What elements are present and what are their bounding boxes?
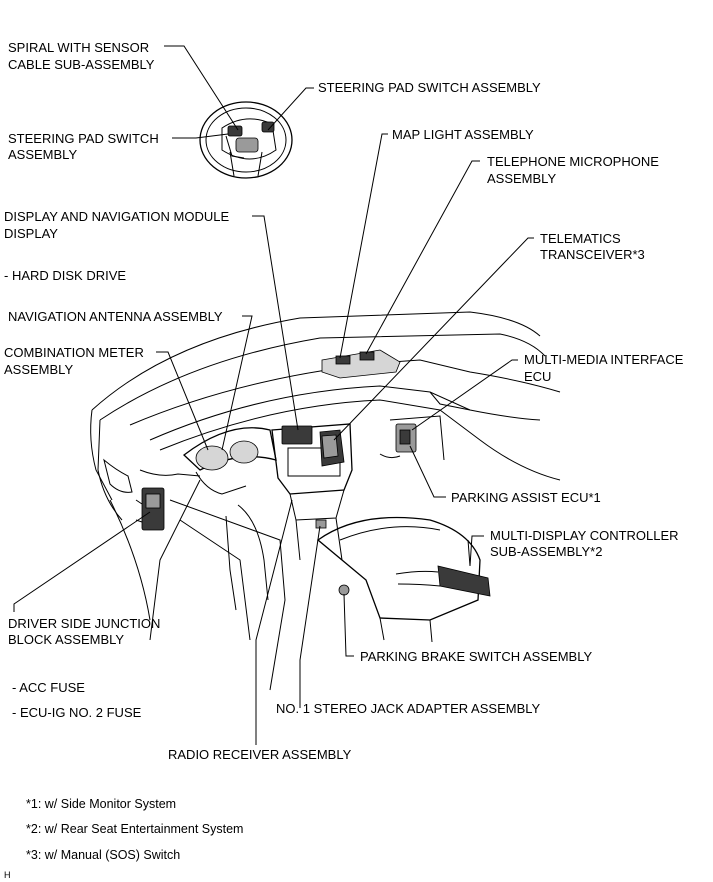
label-combination-meter-line2: ASSEMBLY: [4, 362, 73, 377]
label-spiral-cable-line2: CABLE SUB-ASSEMBLY: [8, 57, 155, 72]
label-telephone-mic-line2: ASSEMBLY: [487, 171, 556, 186]
label-multi-display-line2: SUB-ASSEMBLY*2: [490, 544, 602, 559]
leader-combination-meter: [156, 351, 209, 451]
label-stereo-jack-adapter: NO. 1 STEREO JACK ADAPTER ASSEMBLY: [276, 701, 540, 716]
label-mmi-ecu-line1: MULTI-MEDIA INTERFACE: [524, 352, 684, 367]
corner-mark: H: [4, 870, 11, 880]
leader-telematics: [333, 237, 534, 441]
leader-radio: [255, 499, 293, 745]
label-telematics-line2: TRANSCEIVER*3: [540, 247, 645, 262]
leader-steering-pad-right: [267, 87, 314, 131]
leader-display-nav: [252, 215, 299, 431]
leader-map-light: [339, 133, 388, 359]
leader-parking-assist: [409, 445, 446, 498]
footnote-3: *3: w/ Manual (SOS) Switch: [26, 848, 180, 862]
label-ecu-ig-fuse: - ECU-IG NO. 2 FUSE: [12, 705, 142, 720]
label-display-nav-line2: DISPLAY: [4, 226, 58, 241]
label-multi-display-line1: MULTI-DISPLAY CONTROLLER: [490, 528, 679, 543]
label-display-nav-line1: DISPLAY AND NAVIGATION MODULE: [4, 209, 229, 224]
label-mmi-ecu-line2: ECU: [524, 369, 551, 384]
leader-multi-display: [469, 535, 484, 567]
leader-mmi-ecu: [411, 359, 518, 431]
leader-steering-pad-left: [172, 133, 229, 139]
label-hard-disk-drive: - HARD DISK DRIVE: [4, 268, 126, 283]
label-steering-pad-switch-left-line1: STEERING PAD SWITCH: [8, 131, 159, 146]
leader-lines: [13, 45, 534, 745]
label-telephone-mic-line1: TELEPHONE MICROPHONE: [487, 154, 659, 169]
leader-nav-antenna: [221, 315, 253, 451]
label-parking-brake-switch: PARKING BRAKE SWITCH ASSEMBLY: [360, 649, 592, 664]
label-map-light: MAP LIGHT ASSEMBLY: [392, 127, 534, 142]
label-spiral-cable-line1: SPIRAL WITH SENSOR: [8, 40, 149, 55]
component-labels: SPIRAL WITH SENSOR CABLE SUB-ASSEMBLY ST…: [4, 40, 684, 762]
steering-wheel-illustration: [199, 101, 293, 179]
footnotes: *1: w/ Side Monitor System *2: w/ Rear S…: [4, 797, 243, 880]
label-parking-assist-ecu: PARKING ASSIST ECU*1: [451, 490, 601, 505]
footnote-1: *1: w/ Side Monitor System: [26, 797, 176, 811]
label-steering-pad-switch-right: STEERING PAD SWITCH ASSEMBLY: [318, 80, 541, 95]
instrument-panel-illustration: [90, 311, 561, 691]
leader-driver-jb: [13, 511, 151, 612]
leader-parking-brake: [343, 593, 354, 657]
leader-stereo-jack: [299, 525, 321, 708]
label-combination-meter-line1: COMBINATION METER: [4, 345, 144, 360]
leader-telephone-mic: [365, 160, 480, 355]
label-steering-pad-switch-left-line2: ASSEMBLY: [8, 147, 77, 162]
label-navigation-antenna: NAVIGATION ANTENNA ASSEMBLY: [8, 309, 223, 324]
label-acc-fuse: - ACC FUSE: [12, 680, 85, 695]
leader-spiral-cable: [164, 45, 239, 131]
label-radio-receiver: RADIO RECEIVER ASSEMBLY: [168, 747, 352, 762]
label-driver-jb-line2: BLOCK ASSEMBLY: [8, 632, 124, 647]
label-telematics-line1: TELEMATICS: [540, 231, 621, 246]
footnote-2: *2: w/ Rear Seat Entertainment System: [26, 822, 243, 836]
label-driver-jb-line1: DRIVER SIDE JUNCTION: [8, 616, 160, 631]
